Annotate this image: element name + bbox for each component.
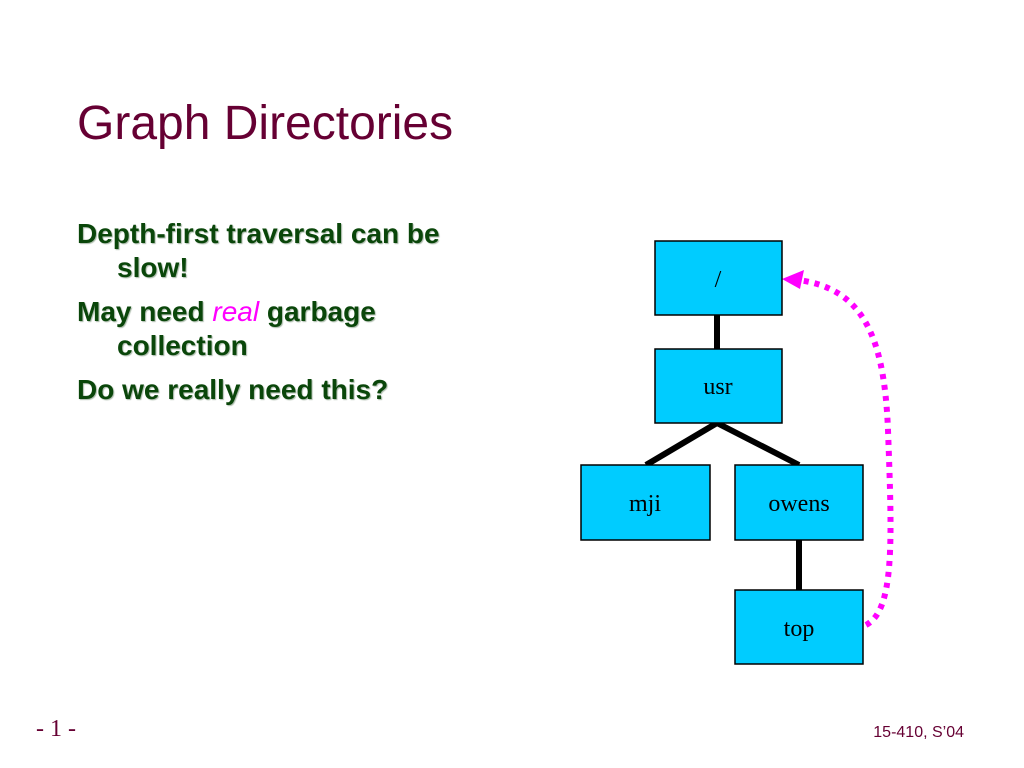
node-label: mji bbox=[629, 491, 661, 517]
node-label: top bbox=[784, 616, 815, 642]
node-root: / bbox=[654, 240, 783, 316]
edge-usr-owens bbox=[715, 420, 801, 468]
node-box bbox=[654, 240, 783, 316]
bullet-text: Depth-first traversal can be slow! bbox=[77, 218, 440, 283]
back-link-top-to-root bbox=[788, 275, 894, 628]
node-owens: owens bbox=[734, 464, 864, 541]
bullet-item: May need real garbage collection bbox=[77, 295, 497, 363]
node-box bbox=[734, 464, 864, 541]
node-top: top bbox=[734, 589, 864, 665]
bullet-emphasis: real bbox=[212, 296, 260, 327]
node-mji: mji bbox=[580, 464, 711, 541]
node-box bbox=[734, 589, 864, 665]
slide-title: Graph Directories bbox=[77, 97, 454, 150]
bullet-item: Do we really need this? bbox=[77, 373, 497, 407]
bullet-text: Do we really need this? bbox=[77, 374, 389, 405]
node-box bbox=[580, 464, 711, 541]
course-tag: 15-410, S’04 bbox=[873, 724, 964, 741]
node-usr: usr bbox=[654, 348, 783, 424]
back-link-arrowhead bbox=[782, 270, 804, 289]
page-number: - 1 - bbox=[36, 716, 76, 742]
edge-usr-mji bbox=[644, 420, 719, 468]
bullet-text: garbage collection bbox=[117, 296, 376, 361]
node-label: owens bbox=[768, 491, 829, 517]
bullet-item: Depth-first traversal can be slow! bbox=[77, 217, 497, 285]
node-label: usr bbox=[703, 374, 732, 400]
node-label: / bbox=[715, 267, 722, 293]
bullet-list: Depth-first traversal can be slow! May n… bbox=[77, 217, 497, 417]
bullet-text: May need bbox=[77, 296, 213, 327]
node-box bbox=[654, 348, 783, 424]
